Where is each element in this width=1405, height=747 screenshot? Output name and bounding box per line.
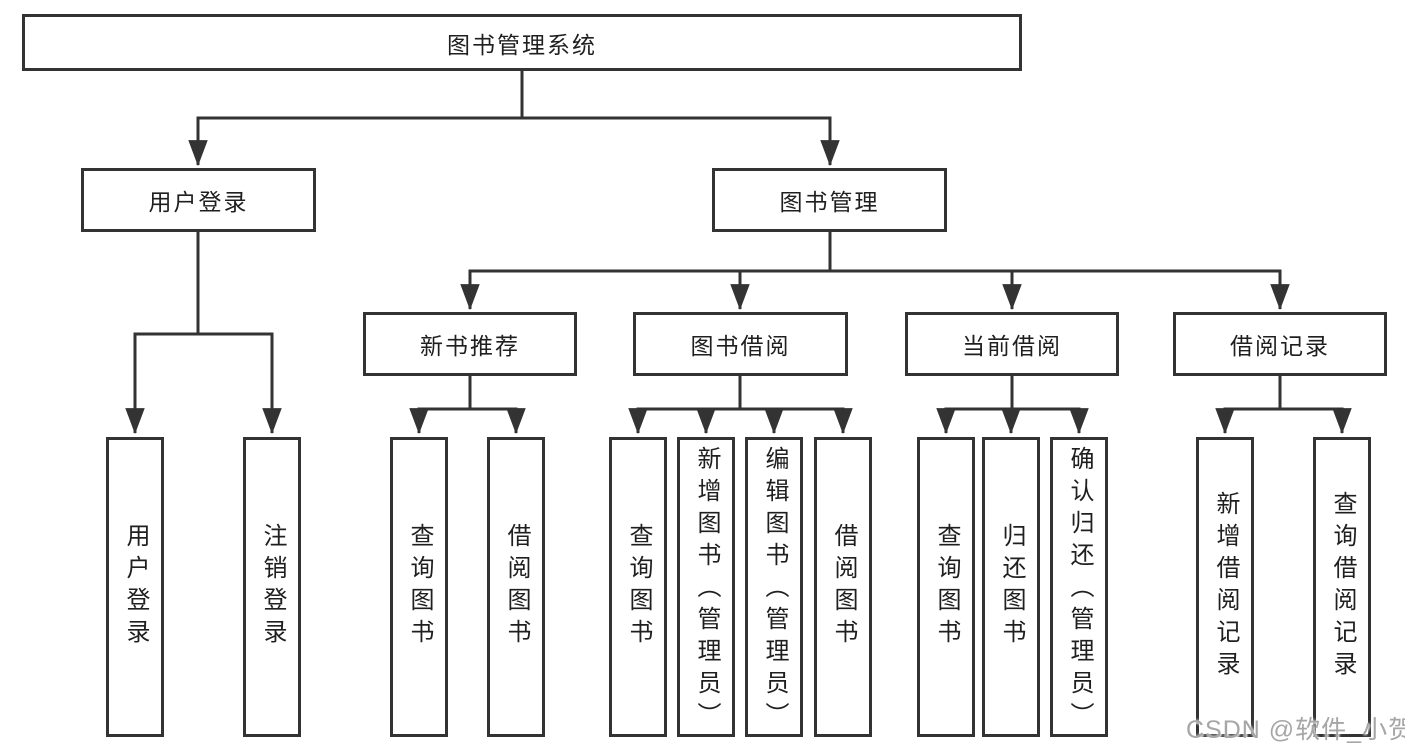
connector-current-borrow-to-leaves bbox=[936, 376, 1089, 435]
leaf-borrow-borrow-books: 借阅图书 bbox=[814, 437, 872, 737]
leaf-newbook-query-books: 查询图书 bbox=[390, 437, 448, 737]
node-borrow-record: 借阅记录 bbox=[1173, 312, 1387, 376]
leaf-borrow-add-books-admin: 新增图书（管理员） bbox=[677, 437, 735, 737]
node-book-management: 图书管理 bbox=[712, 168, 947, 232]
node-new-book-recommend: 新书推荐 bbox=[363, 312, 577, 376]
leaf-record-query-borrow-record: 查询借阅记录 bbox=[1313, 437, 1371, 737]
connector-user-login-to-leaves bbox=[125, 232, 282, 435]
leaf-current-return-books: 归还图书 bbox=[982, 437, 1040, 737]
node-root-system: 图书管理系统 bbox=[22, 14, 1022, 71]
leaf-newbook-borrow-books: 借阅图书 bbox=[487, 437, 545, 737]
leaf-logout-login: 注销登录 bbox=[243, 437, 301, 737]
connector-book-borrow-to-leaves bbox=[628, 376, 853, 435]
leaf-borrow-edit-books-admin: 编辑图书（管理员） bbox=[745, 437, 803, 737]
csdn-watermark: CSDN @软件_小贺同学 bbox=[1186, 716, 1405, 744]
node-user-login: 用户登录 bbox=[81, 168, 316, 232]
leaf-current-query-books: 查询图书 bbox=[917, 437, 975, 737]
connector-borrow-record-to-leaves bbox=[1215, 376, 1352, 435]
node-current-borrow: 当前借阅 bbox=[905, 312, 1119, 376]
leaf-record-add-borrow-record: 新增借阅记录 bbox=[1196, 437, 1254, 737]
leaf-borrow-query-books: 查询图书 bbox=[609, 437, 667, 737]
leaf-user-login: 用户登录 bbox=[106, 437, 164, 737]
connector-new-book-to-leaves bbox=[409, 376, 526, 435]
node-book-borrow: 图书借阅 bbox=[633, 312, 848, 376]
connector-book-management-to-level3 bbox=[460, 232, 1290, 311]
connector-root-to-level2 bbox=[188, 69, 840, 167]
leaf-current-confirm-return-admin: 确认归还（管理员） bbox=[1050, 437, 1108, 737]
